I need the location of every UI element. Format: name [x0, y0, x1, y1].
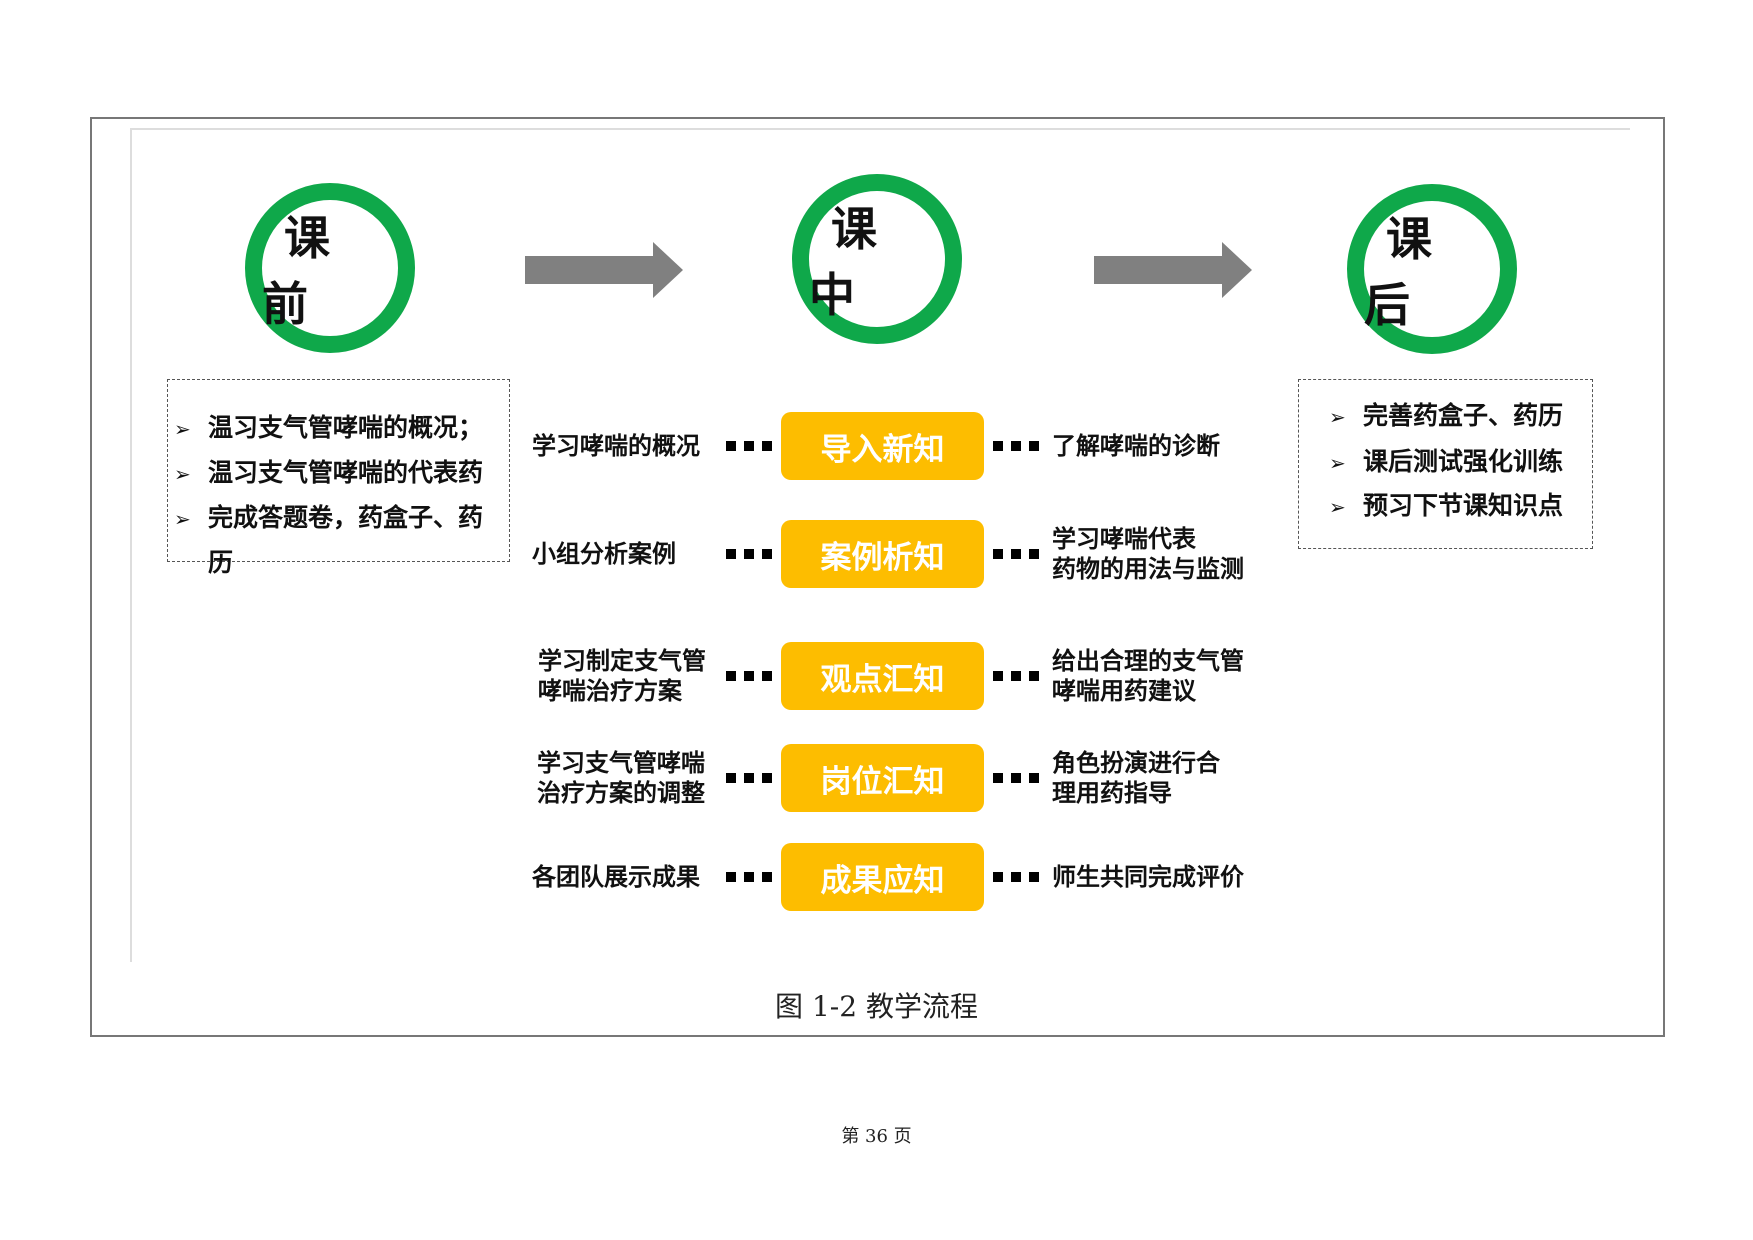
list-item: ➢温习支气管哮喘的代表药 — [174, 458, 484, 487]
text-line: 学习支气管哮喘 — [537, 749, 705, 777]
arrowhead-bullet-icon: ➢ — [174, 507, 191, 531]
text-line: 理用药指导 — [1052, 779, 1172, 807]
text-line: 了解哮喘的诊断 — [1052, 432, 1220, 460]
activity-right-text: 学习哮喘代表药物的用法与监测 — [1052, 524, 1244, 584]
phase-label: 导入新知 — [781, 412, 984, 480]
text-line: 药物的用法与监测 — [1052, 555, 1244, 583]
dotted-connector — [726, 872, 772, 882]
page-number: 第 36 页 — [841, 1126, 912, 1147]
dotted-connector — [993, 671, 1039, 681]
divider — [130, 128, 132, 962]
phase-label: 岗位汇知 — [781, 744, 984, 812]
arrowhead-bullet-icon: ➢ — [1329, 451, 1346, 475]
before-task-box: ➢温习支气管哮喘的概况； ➢温习支气管哮喘的代表药 ➢完成答题卷，药盒子、药 历 — [167, 379, 510, 577]
phase-label: 观点汇知 — [781, 642, 984, 710]
list-item: ➢完善药盒子、药历 — [1329, 401, 1564, 430]
activity-left-text: 学习支气管哮喘治疗方案的调整 — [537, 748, 705, 808]
activity-right-text: 角色扮演进行合理用药指导 — [1052, 748, 1220, 808]
stage-during-circle: 课中 — [792, 174, 962, 344]
list-item: ➢完成答题卷，药盒子、药 — [174, 503, 484, 532]
list-item: ➢温习支气管哮喘的概况； — [174, 413, 484, 442]
list-item-continuation: 历 — [208, 548, 234, 577]
activity-right-text: 给出合理的支气管哮喘用药建议 — [1052, 646, 1244, 706]
text-line: 治疗方案的调整 — [537, 779, 705, 807]
dotted-connector — [993, 549, 1039, 559]
arrow-right-icon — [525, 242, 683, 298]
activity-left-text: 各团队展示成果 — [532, 862, 700, 892]
after-task-box: ➢完善药盒子、药历 ➢课后测试强化训练 ➢预习下节课知识点 — [1298, 379, 1593, 549]
stage-before-circle: 课前 — [245, 183, 415, 353]
arrowhead-bullet-icon: ➢ — [1329, 405, 1346, 429]
text-line: 角色扮演进行合 — [1052, 749, 1220, 777]
text-line: 哮喘用药建议 — [1052, 677, 1196, 705]
text-line: 给出合理的支气管 — [1052, 647, 1244, 675]
dotted-connector — [726, 671, 772, 681]
stage-after-circle: 课后 — [1347, 184, 1517, 354]
text-line: 学习制定支气管 — [538, 647, 706, 675]
phase-label: 案例析知 — [781, 520, 984, 588]
text-line: 各团队展示成果 — [532, 863, 700, 891]
figure-frame — [90, 117, 1665, 1037]
text-line: 小组分析案例 — [532, 540, 676, 568]
arrowhead-bullet-icon: ➢ — [1329, 495, 1346, 519]
dotted-connector — [726, 773, 772, 783]
activity-right-text: 师生共同完成评价 — [1052, 862, 1244, 892]
text-line: 学习哮喘的概况 — [532, 432, 700, 460]
dotted-connector — [993, 773, 1039, 783]
list-item: ➢课后测试强化训练 — [1329, 447, 1564, 476]
dotted-connector — [993, 872, 1039, 882]
activity-right-text: 了解哮喘的诊断 — [1052, 431, 1220, 461]
phase-label: 成果应知 — [781, 843, 984, 911]
list-item: ➢预习下节课知识点 — [1329, 491, 1564, 520]
arrow-right-icon — [1094, 242, 1252, 298]
divider — [130, 128, 1630, 130]
arrowhead-bullet-icon: ➢ — [174, 417, 191, 441]
text-line: 哮喘治疗方案 — [538, 677, 682, 705]
text-line: 学习哮喘代表 — [1052, 525, 1196, 553]
dotted-connector — [726, 441, 772, 451]
activity-left-text: 小组分析案例 — [532, 539, 676, 569]
text-line: 师生共同完成评价 — [1052, 863, 1244, 891]
figure-caption: 图 1-2 教学流程 — [775, 990, 978, 1023]
activity-left-text: 学习制定支气管哮喘治疗方案 — [538, 646, 706, 706]
dotted-connector — [993, 441, 1039, 451]
dotted-connector — [726, 549, 772, 559]
activity-left-text: 学习哮喘的概况 — [532, 431, 700, 461]
arrowhead-bullet-icon: ➢ — [174, 462, 191, 486]
